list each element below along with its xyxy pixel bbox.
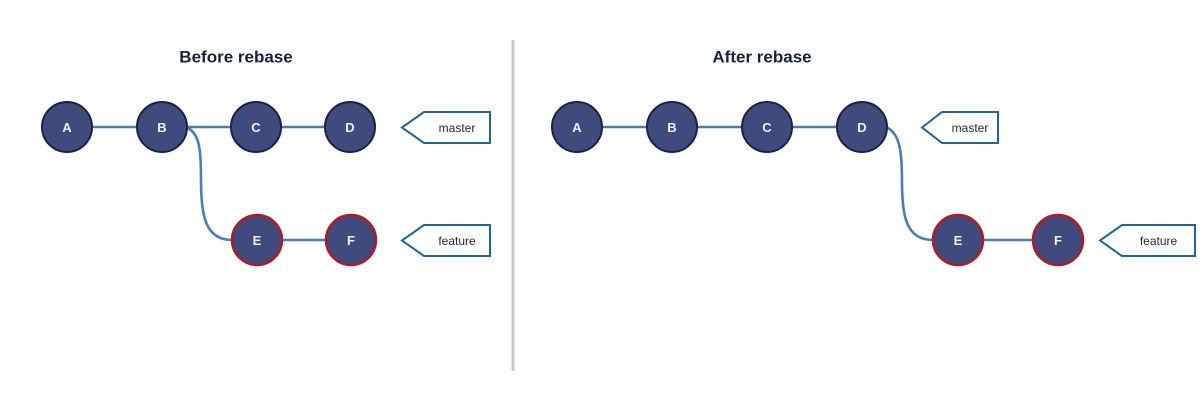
- commit-node-after-A[interactable]: A: [551, 101, 603, 153]
- commit-circle: [741, 101, 793, 153]
- commit-node-before-E[interactable]: E: [230, 213, 284, 267]
- commit-circle: [230, 213, 284, 267]
- branch-tag-shape: [400, 224, 491, 257]
- panel-title-after: After rebase: [712, 47, 811, 66]
- branch-tag-before-feature[interactable]: feature: [400, 224, 491, 257]
- commit-label: D: [345, 120, 354, 135]
- commit-label: D: [857, 120, 866, 135]
- commit-label: F: [1054, 233, 1062, 248]
- branch-tag-shape: [1098, 224, 1196, 257]
- commit-circle: [41, 101, 93, 153]
- commit-node-before-F[interactable]: F: [324, 213, 378, 267]
- commit-label: E: [253, 233, 262, 248]
- commit-label: F: [347, 233, 355, 248]
- commit-circle: [836, 101, 888, 153]
- commit-label: A: [62, 120, 72, 135]
- commit-node-after-D[interactable]: D: [836, 101, 888, 153]
- commit-node-after-F[interactable]: F: [1031, 213, 1085, 267]
- branch-tag-label: master: [952, 121, 989, 135]
- branch-tag-label: feature: [438, 234, 476, 248]
- commit-label: A: [572, 120, 582, 135]
- commit-circle: [230, 101, 282, 153]
- branch-tag-shape: [920, 111, 999, 144]
- commit-circle: [136, 101, 188, 153]
- commit-circle: [931, 213, 985, 267]
- edge-B-to-E: [184, 125, 234, 242]
- commit-circle: [324, 101, 376, 153]
- commit-node-before-C[interactable]: C: [230, 101, 282, 153]
- commit-label: B: [157, 120, 166, 135]
- branch-tag-after-master[interactable]: master: [920, 111, 999, 144]
- commit-label: B: [667, 120, 676, 135]
- commit-node-before-B[interactable]: B: [136, 101, 188, 153]
- commit-circle: [646, 101, 698, 153]
- branch-tag-label: feature: [1140, 234, 1178, 248]
- commit-label: C: [762, 120, 772, 135]
- commit-node-after-B[interactable]: B: [646, 101, 698, 153]
- commit-circle: [1031, 213, 1085, 267]
- commit-node-after-E[interactable]: E: [931, 213, 985, 267]
- commit-node-after-C[interactable]: C: [741, 101, 793, 153]
- commit-node-before-D[interactable]: D: [324, 101, 376, 153]
- panel-title-before: Before rebase: [179, 47, 292, 66]
- edge-D-to-E: [884, 125, 935, 242]
- branch-tag-after-feature[interactable]: feature: [1098, 224, 1196, 257]
- commit-circle: [324, 213, 378, 267]
- commit-circle: [551, 101, 603, 153]
- branch-tag-label: master: [439, 121, 476, 135]
- branch-tag-before-master[interactable]: master: [400, 111, 491, 144]
- commit-label: E: [954, 233, 963, 248]
- commit-label: C: [251, 120, 261, 135]
- branch-tag-shape: [400, 111, 491, 144]
- commit-node-before-A[interactable]: A: [41, 101, 93, 153]
